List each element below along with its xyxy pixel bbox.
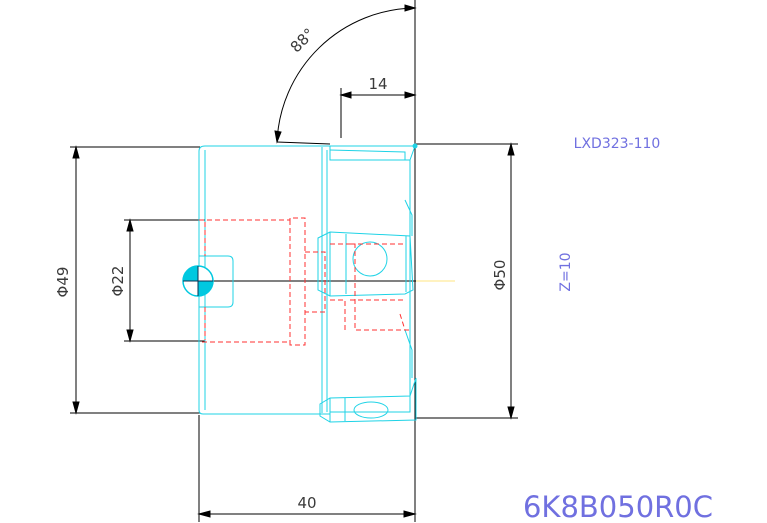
dimension-lines: [70, 0, 518, 522]
dim-14-label: 14: [368, 75, 387, 93]
corner-point: [412, 143, 418, 149]
part-outline: [198, 145, 417, 423]
tool-model-label: LXD323-110: [574, 136, 661, 152]
teeth-count-label: Z=10: [558, 252, 574, 291]
angle-label: 88°: [287, 25, 319, 57]
dim-40-label: 40: [297, 494, 316, 512]
angle-arc: [276, 7, 416, 143]
centre-marker: [182, 265, 214, 297]
angle-leader-line: [276, 141, 331, 145]
dim-49-label: Φ49: [54, 267, 72, 298]
part-code-label: 6K8B050R0C: [523, 490, 713, 523]
dim-50-label: Φ50: [491, 260, 509, 291]
hidden-lines: [199, 217, 410, 346]
dim-22-label: Φ22: [109, 266, 127, 297]
